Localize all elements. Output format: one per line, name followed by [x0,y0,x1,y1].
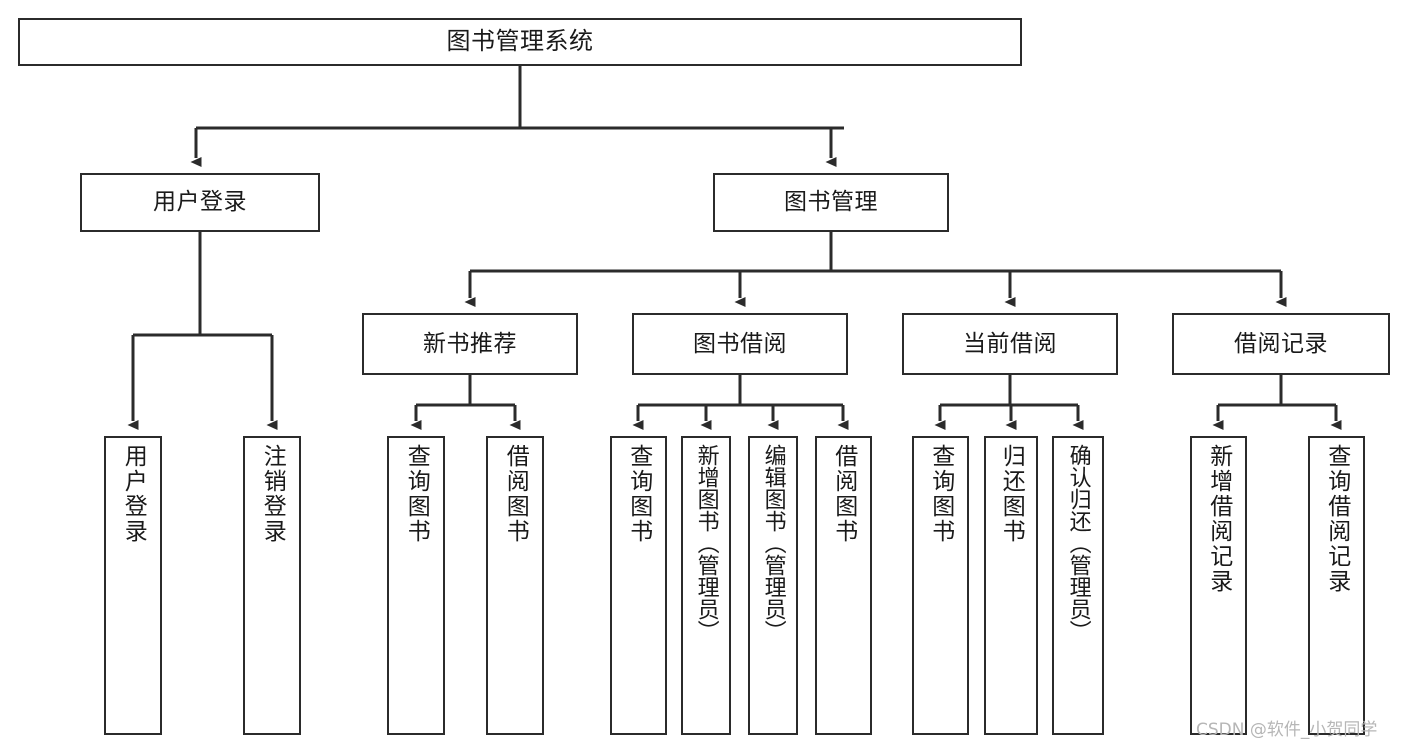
node-leaf-add-record[interactable]: 新增借阅记录 [1190,436,1247,735]
node-new-book-recommend[interactable]: 新书推荐 [362,313,578,375]
node-leaf-query-book-3-label: 查询图书 [927,444,954,544]
node-leaf-query-book-2-label: 查询图书 [625,444,652,544]
node-leaf-confirm-return-label: 确认归还（管理员） [1065,444,1091,642]
node-leaf-borrow-book-1[interactable]: 借阅图书 [486,436,544,735]
node-root[interactable]: 图书管理系统 [18,18,1022,66]
node-leaf-logout-label: 注销登录 [259,444,286,544]
node-leaf-query-book-3[interactable]: 查询图书 [912,436,969,735]
csdn-watermark: CSDN @软件_小贺同学 [1196,720,1378,740]
node-new-book-recommend-label: 新书推荐 [423,330,517,357]
node-leaf-borrow-book-1-label: 借阅图书 [502,444,529,544]
node-current-borrow[interactable]: 当前借阅 [902,313,1118,375]
node-leaf-query-record-label: 查询借阅记录 [1323,444,1350,594]
node-leaf-logout[interactable]: 注销登录 [243,436,301,735]
node-user-login[interactable]: 用户登录 [80,173,320,232]
node-leaf-add-book[interactable]: 新增图书（管理员） [681,436,731,735]
node-leaf-query-record[interactable]: 查询借阅记录 [1308,436,1365,735]
node-leaf-query-book-1[interactable]: 查询图书 [387,436,445,735]
node-leaf-user-login[interactable]: 用户登录 [104,436,162,735]
node-leaf-add-record-label: 新增借阅记录 [1205,444,1232,594]
node-leaf-return-book-label: 归还图书 [998,444,1025,544]
node-leaf-query-book-2[interactable]: 查询图书 [610,436,667,735]
node-leaf-edit-book-label: 编辑图书（管理员） [760,444,786,642]
node-leaf-user-login-label: 用户登录 [120,444,147,544]
node-leaf-borrow-book-2-label: 借阅图书 [830,444,857,544]
node-borrow-record[interactable]: 借阅记录 [1172,313,1390,375]
node-leaf-borrow-book-2[interactable]: 借阅图书 [815,436,872,735]
node-leaf-add-book-label: 新增图书（管理员） [693,444,719,642]
node-leaf-confirm-return[interactable]: 确认归还（管理员） [1052,436,1104,735]
node-book-manage[interactable]: 图书管理 [713,173,949,232]
node-leaf-query-book-1-label: 查询图书 [403,444,430,544]
node-book-borrow[interactable]: 图书借阅 [632,313,848,375]
node-current-borrow-label: 当前借阅 [963,330,1057,357]
node-leaf-return-book[interactable]: 归还图书 [984,436,1038,735]
node-user-login-label: 用户登录 [153,189,247,216]
node-leaf-edit-book[interactable]: 编辑图书（管理员） [748,436,798,735]
node-root-label: 图书管理系统 [446,27,594,56]
node-book-manage-label: 图书管理 [784,189,878,216]
node-book-borrow-label: 图书借阅 [693,330,787,357]
node-borrow-record-label: 借阅记录 [1234,330,1328,357]
